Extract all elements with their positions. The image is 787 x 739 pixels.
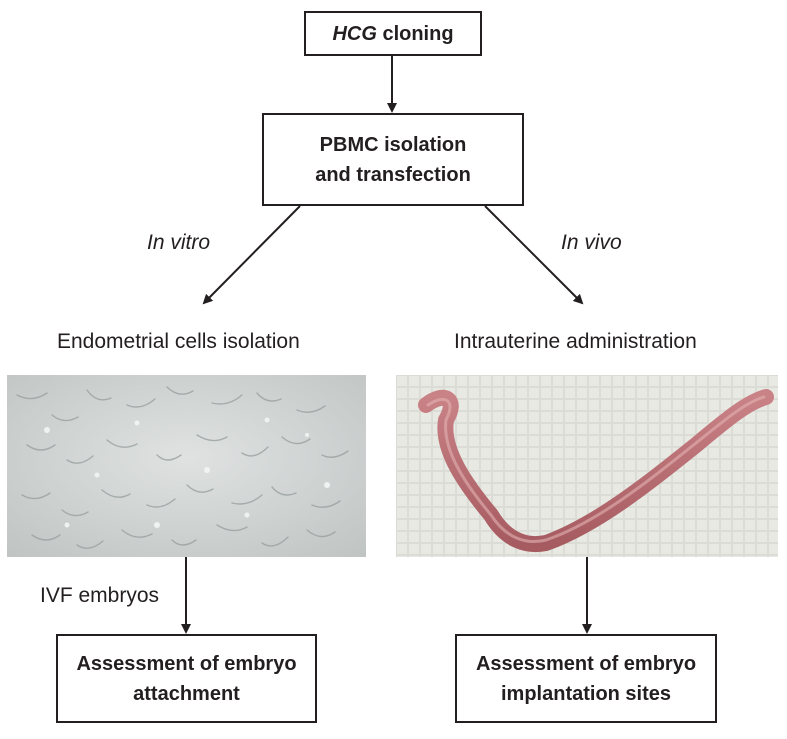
arrow-to-in-vitro (202, 205, 301, 305)
arrow-to-in-vivo (484, 205, 584, 305)
ivf-embryos-label: IVF embryos (40, 584, 160, 607)
cloning-label: cloning (376, 22, 454, 45)
hcg-cloning-box: HCG cloning (304, 11, 482, 56)
pbmc-line2: and transfection (315, 163, 471, 186)
implantation-line2: implantation sites (500, 682, 672, 705)
endometrial-cells-image (7, 375, 366, 557)
implantation-line1: Assessment of embryo (475, 652, 697, 675)
endometrial-label: Endometrial cells isolation (57, 330, 300, 353)
implantation-box: Assessment of embryo implantation sites (455, 634, 717, 723)
intrauterine-label: Intrauterine administration (454, 330, 697, 353)
hcg-label: HCG (332, 22, 377, 45)
pbmc-line1: PBMC isolation (319, 133, 467, 156)
attachment-box: Assessment of embryo attachment (56, 634, 317, 723)
in-vitro-label: In vitro (147, 231, 211, 254)
attachment-line1: Assessment of embryo (76, 652, 297, 675)
in-vivo-label: In vivo (561, 231, 622, 254)
attachment-line2: attachment (133, 682, 240, 705)
pbmc-box: PBMC isolation and transfection (262, 113, 524, 206)
uterus-image (396, 375, 778, 557)
